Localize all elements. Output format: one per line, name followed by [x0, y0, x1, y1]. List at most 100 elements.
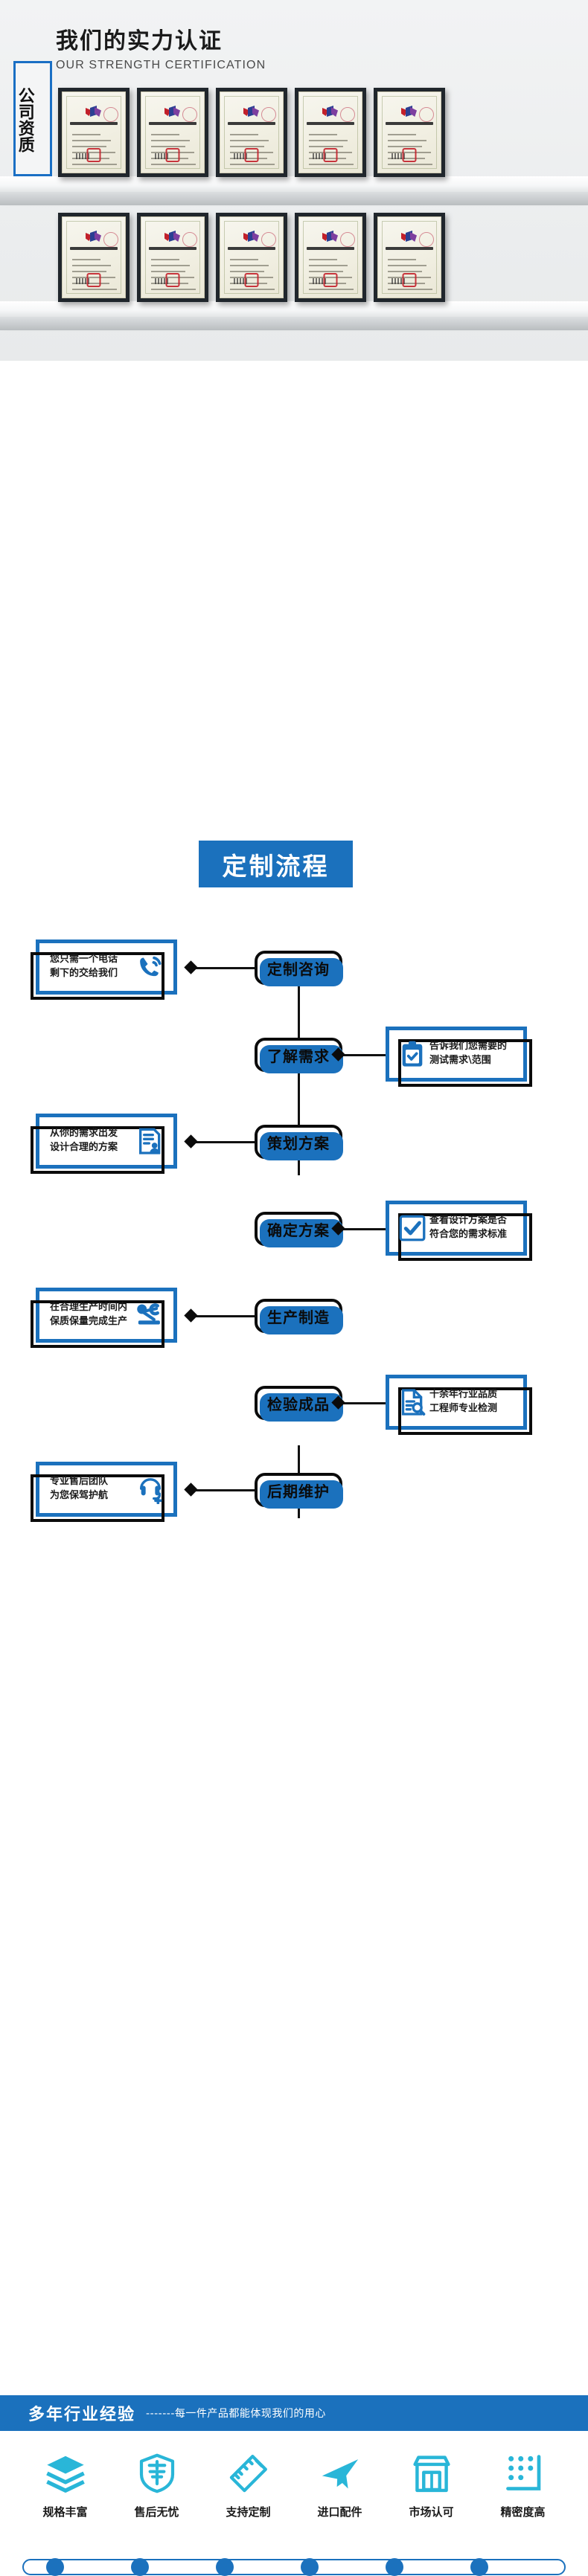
connector-line — [186, 1315, 255, 1317]
patent-logo-icon — [401, 231, 418, 242]
robot-arm-icon — [133, 1298, 167, 1332]
certificate-frame — [216, 88, 287, 177]
callout-line2: 测试需求\范围 — [429, 1055, 491, 1066]
flow-callout-3[interactable]: 从你的需求出发 设计合理的方案 — [31, 1114, 177, 1174]
callout-line2: 为您保驾护航 — [50, 1490, 109, 1501]
track-dot — [216, 2558, 234, 2576]
red-seal-icon — [244, 273, 259, 287]
shelf-top-front — [0, 192, 588, 205]
stamp-icon — [340, 232, 355, 247]
flow-step-6[interactable]: 检验成品 — [255, 1386, 343, 1422]
certificate-frame — [137, 213, 208, 302]
callout-line2: 符合您的需求标准 — [429, 1229, 508, 1240]
certificate-frame — [374, 88, 445, 177]
feature-label: 进口配件 — [317, 2505, 362, 2519]
feature-label: 支持定制 — [226, 2505, 271, 2519]
connector-line — [342, 1054, 409, 1056]
flow-step-5[interactable]: 生产制造 — [255, 1299, 343, 1334]
track-dot — [386, 2558, 403, 2576]
patent-logo-icon — [243, 231, 260, 242]
flow-step-label: 了解需求 — [267, 1047, 330, 1065]
connector-diamond — [184, 1483, 198, 1497]
connector-diamond — [184, 1134, 198, 1149]
flow-step-label: 后期维护 — [267, 1482, 330, 1500]
airplane-icon — [318, 2449, 362, 2495]
callout-line2: 剩下的交给我们 — [50, 968, 118, 979]
certificate-frame — [216, 213, 287, 302]
connector-line — [186, 1141, 255, 1143]
feature-list: 规格丰富 售后无忧 支持定制 — [0, 2449, 588, 2519]
feature-label: 规格丰富 — [42, 2505, 88, 2519]
callout-line2: 设计合理的方案 — [50, 1142, 118, 1153]
certification-heading: 我们的实力认证 OUR STRENGTH CERTIFICATION — [56, 22, 266, 72]
callout-line1: 查看设计方案是否 — [429, 1215, 508, 1227]
custom-process-title: 定制流程 — [222, 851, 330, 881]
track-dot — [46, 2558, 64, 2576]
track-dot — [470, 2558, 488, 2576]
certification-title-cn: 我们的实力认证 — [56, 28, 223, 54]
flow-step-label: 策划方案 — [267, 1134, 330, 1152]
red-seal-icon — [402, 148, 417, 162]
callout-line2: 工程师专业检测 — [429, 1403, 498, 1414]
flow-step-2[interactable]: 了解需求 — [255, 1038, 343, 1073]
stamp-icon — [261, 232, 276, 247]
flow-step-label: 生产制造 — [267, 1308, 330, 1326]
red-seal-icon — [323, 148, 338, 162]
callout-line1: 告诉我们您需要的 — [429, 1041, 508, 1053]
feature-item-2[interactable]: 售后无忧 — [116, 2449, 198, 2519]
flow-callout-1[interactable]: 您只需一个电话 剩下的交给我们 — [31, 939, 177, 1000]
certification-title-en: OUR STRENGTH CERTIFICATION — [56, 59, 266, 71]
stamp-icon — [103, 107, 118, 122]
callout-line1: 专业售后团队 — [50, 1476, 109, 1488]
flow-callout-4[interactable]: 查看设计方案是否 符合您的需求标准 — [386, 1201, 532, 1261]
feature-item-5[interactable]: 市场认可 — [391, 2449, 473, 2519]
stamp-icon — [419, 107, 434, 122]
headset-add-icon — [133, 1472, 167, 1506]
connector-diamond — [184, 960, 198, 974]
flow-step-7[interactable]: 后期维护 — [255, 1473, 343, 1509]
stamp-icon — [261, 107, 276, 122]
flow-step-label: 定制咨询 — [267, 960, 330, 978]
flow-step-3[interactable]: 策划方案 — [255, 1125, 343, 1160]
patent-logo-icon — [243, 106, 260, 118]
precision-dots-icon — [502, 2449, 544, 2495]
certificate-row-2 — [58, 213, 445, 302]
flow-callout-6[interactable]: 十余年行业品质 工程师专业检测 — [386, 1375, 532, 1435]
flow-step-label: 检验成品 — [267, 1395, 330, 1413]
phone-call-icon — [133, 950, 167, 984]
certificate-frame — [137, 88, 208, 177]
feature-item-4[interactable]: 进口配件 — [299, 2449, 381, 2519]
feature-item-6[interactable]: 精密度高 — [482, 2449, 564, 2519]
stamp-icon — [340, 107, 355, 122]
company-qualification-badge-label: 公司资质 — [15, 87, 34, 152]
feature-item-1[interactable]: 规格丰富 — [25, 2449, 106, 2519]
certificate-frame — [295, 213, 366, 302]
stamp-icon — [182, 107, 197, 122]
experience-banner-subtitle: -------每一件产品都能体现我们的用心 — [146, 2408, 326, 2420]
flow-step-label: 确定方案 — [267, 1221, 330, 1239]
certification-section: 我们的实力认证 OUR STRENGTH CERTIFICATION 公司资质 — [0, 0, 588, 361]
red-seal-icon — [86, 148, 101, 162]
red-seal-icon — [165, 273, 180, 287]
flow-step-1[interactable]: 定制咨询 — [255, 951, 343, 986]
patent-logo-icon — [86, 106, 102, 118]
flow-callout-2[interactable]: 告诉我们您需要的 测试需求\范围 — [386, 1027, 532, 1087]
flow-callout-7[interactable]: 专业售后团队 为您保驾护航 — [31, 1462, 177, 1522]
certificate-frame — [295, 88, 366, 177]
experience-banner: 多年行业经验 -------每一件产品都能体现我们的用心 — [0, 2395, 588, 2431]
feature-item-3[interactable]: 支持定制 — [208, 2449, 290, 2519]
stamp-icon — [103, 232, 118, 247]
feature-label: 售后无忧 — [134, 2505, 179, 2519]
red-seal-icon — [244, 148, 259, 162]
connector-line — [342, 1228, 409, 1230]
track-dot — [131, 2558, 149, 2576]
flow-step-4[interactable]: 确定方案 — [255, 1212, 343, 1247]
layers-icon — [43, 2449, 88, 2495]
red-seal-icon — [402, 273, 417, 287]
stamp-icon — [182, 232, 197, 247]
custom-process-section: 定制流程 定制咨询 了解需求 策划方案 确定方案 生产制造 检验成品 后期维护 … — [0, 361, 588, 1522]
callout-line1: 从你的需求出发 — [50, 1128, 118, 1140]
connector-line — [186, 967, 255, 969]
flow-callout-5[interactable]: 在合理生产时间内 保质保量完成生产 — [31, 1288, 177, 1348]
document-user-icon — [133, 1124, 167, 1158]
